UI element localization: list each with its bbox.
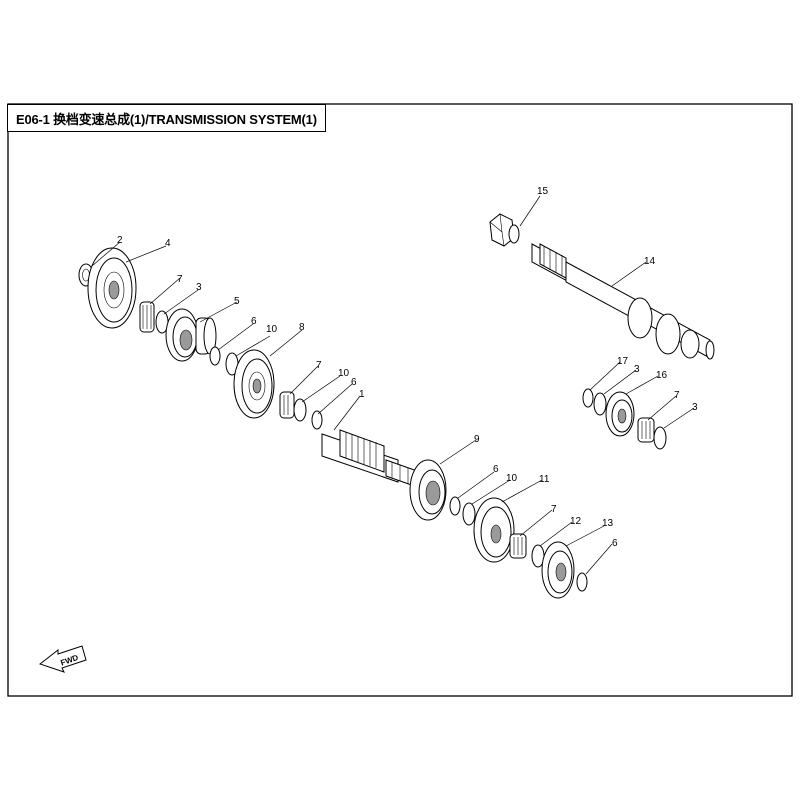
callout-15: 15 — [537, 186, 549, 197]
gear-11 — [473, 497, 515, 563]
callout-7c: 7 — [551, 504, 557, 515]
gear-8 — [233, 349, 275, 419]
bearing-7a — [139, 301, 155, 333]
main-shaft-group — [78, 247, 588, 599]
callout-3: 3 — [196, 282, 202, 293]
callout-14: 14 — [644, 256, 656, 267]
washer-6b — [311, 410, 323, 430]
callout-16: 16 — [656, 370, 668, 381]
callout-11: 11 — [539, 474, 550, 485]
callout-5: 5 — [234, 296, 240, 307]
callout-7b: 7 — [316, 360, 322, 371]
leader-lines — [91, 195, 695, 575]
gear-9 — [409, 459, 447, 521]
callout-10: 10 — [266, 324, 278, 335]
washer-6c — [449, 496, 461, 516]
washer-10b — [293, 398, 307, 422]
callout-1: 1 — [359, 389, 365, 400]
fwd-arrow-icon: FWD — [38, 645, 87, 673]
callout-3c: 3 — [692, 402, 698, 413]
drawing-border — [7, 103, 793, 697]
counter-shaft-14 — [531, 243, 715, 360]
callout-6: 6 — [251, 316, 257, 327]
gear-16 — [605, 391, 635, 437]
washer-10c — [462, 502, 476, 526]
gear-13 — [541, 541, 575, 599]
callout-10c: 10 — [506, 473, 518, 484]
bearing-7d — [637, 417, 655, 443]
washer-3c — [653, 426, 667, 450]
bearing-7c — [509, 533, 527, 559]
circlip-6d — [576, 572, 588, 592]
main-shaft-1 — [321, 429, 421, 489]
washer-3b — [593, 392, 607, 416]
callout-2: 2 — [117, 235, 123, 246]
callout-7: 7 — [177, 274, 183, 285]
callout-13: 13 — [602, 518, 614, 529]
callout-3b: 3 — [634, 364, 640, 375]
callout-4: 4 — [165, 238, 171, 249]
gear-4 — [87, 247, 137, 329]
callout-7d: 7 — [674, 390, 680, 401]
callout-9: 9 — [474, 434, 480, 445]
callout-12: 12 — [570, 516, 582, 527]
page-title: E06-1 换档变速总成(1)/TRANSMISSION SYSTEM(1) — [7, 104, 326, 132]
circlip-17 — [582, 388, 594, 408]
callout-6c: 6 — [493, 464, 499, 475]
callout-8: 8 — [299, 322, 305, 333]
callout-10b: 10 — [338, 368, 350, 379]
callout-6b: 6 — [351, 377, 357, 388]
callout-labels: 2 4 7 3 5 6 10 8 7 10 6 1 9 6 10 11 7 12… — [117, 186, 698, 549]
bearing-7b — [279, 391, 295, 419]
callout-17: 17 — [617, 356, 629, 367]
counter-shaft-group — [489, 213, 715, 450]
nut-15 — [489, 213, 520, 247]
gear-5 — [165, 308, 217, 362]
washer-6a — [209, 346, 221, 366]
callout-6d: 6 — [612, 538, 618, 549]
